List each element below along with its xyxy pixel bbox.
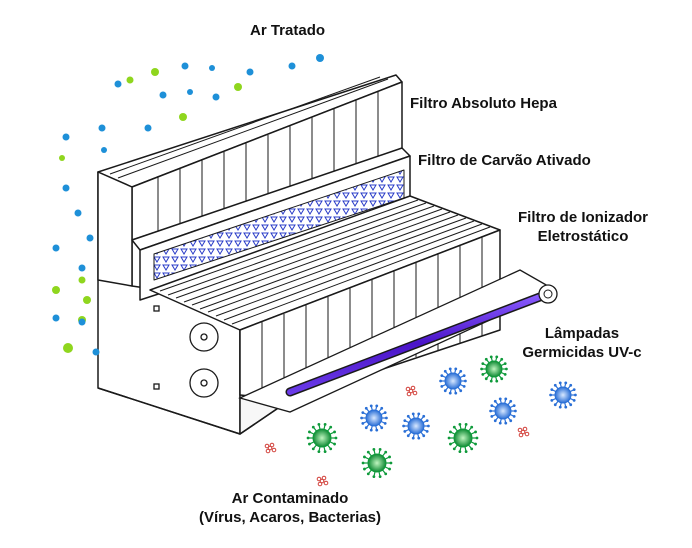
ionizer-label-line-1: Filtro de Ionizador [518, 209, 648, 226]
air-particle-icon [187, 89, 193, 95]
contaminated-label-line-2: (Vírus, Acaros, Bacterias) [198, 509, 382, 526]
contaminants [264, 355, 577, 487]
air-particle-icon [52, 314, 60, 322]
virus-icon [439, 367, 467, 395]
air-particle-icon [209, 65, 215, 71]
carbon-filter [131, 147, 411, 301]
air-particle-icon [98, 124, 106, 132]
uv-label-line-2: Germicidas UV-c [522, 344, 642, 361]
air-particle-icon [92, 348, 100, 356]
virus-icon [361, 447, 393, 479]
bacteria-icon [264, 442, 277, 454]
air-particle-icon [74, 209, 82, 217]
treated-air-label: Ar Tratado [250, 22, 326, 39]
air-particle-icon [246, 68, 254, 76]
air-particle-icon [159, 91, 167, 99]
air-particle-icon [126, 76, 134, 84]
air-particle-icon [114, 80, 122, 88]
air-particle-icon [52, 244, 60, 252]
uv-label-line-1: Lâmpadas [544, 325, 620, 342]
air-particle-icon [179, 113, 187, 121]
control-knob [153, 305, 219, 398]
air-particle-icon [52, 286, 60, 294]
air-particle-icon [83, 296, 91, 304]
air-particle-icon [144, 124, 152, 132]
air-particle-icon [62, 184, 70, 192]
virus-icon [480, 355, 508, 383]
air-particle-icon [212, 93, 220, 101]
air-particle-icon [234, 83, 242, 91]
air-particle-icon [78, 276, 86, 284]
air-particle-icon [101, 147, 107, 153]
virus-icon [402, 412, 430, 440]
carbon-filter-label: Filtro de Carvão Ativado [418, 152, 591, 169]
air-particle-icon [78, 318, 86, 326]
air-particle-icon [62, 133, 70, 141]
treated-air-particles [52, 54, 324, 356]
virus-icon [306, 422, 338, 454]
ionizer-filter [149, 195, 501, 401]
contaminated-label-line-1: Ar Contaminado [231, 490, 349, 507]
virus-icon [447, 422, 479, 454]
ionizer-label-line-2: Eletrostático [537, 228, 629, 245]
air-particle-icon [63, 343, 73, 353]
air-particle-icon [316, 54, 324, 62]
air-particle-icon [59, 155, 65, 161]
contaminated-air-label: Ar Contaminado (Vírus, Acaros, Bacterias… [175, 489, 405, 527]
bacteria-icon [316, 475, 329, 487]
virus-icon [549, 381, 577, 409]
ionizer-filter-label: Filtro de Ionizador Eletrostático [508, 208, 658, 246]
air-particle-icon [288, 62, 296, 70]
air-particle-icon [86, 234, 94, 242]
bacteria-icon [517, 426, 530, 438]
virus-icon [489, 397, 517, 425]
air-particle-icon [151, 68, 159, 76]
uv-lamp-label: Lâmpadas Germicidas UV-c [512, 324, 652, 362]
air-particle-icon [78, 264, 86, 272]
virus-icon [360, 404, 388, 432]
hepa-filter-label: Filtro Absoluto Hepa [410, 95, 557, 112]
uv-lamp-icon [238, 269, 558, 413]
hepa-filter [97, 74, 403, 287]
air-particle-icon [181, 62, 189, 70]
bacteria-icon [405, 385, 418, 397]
